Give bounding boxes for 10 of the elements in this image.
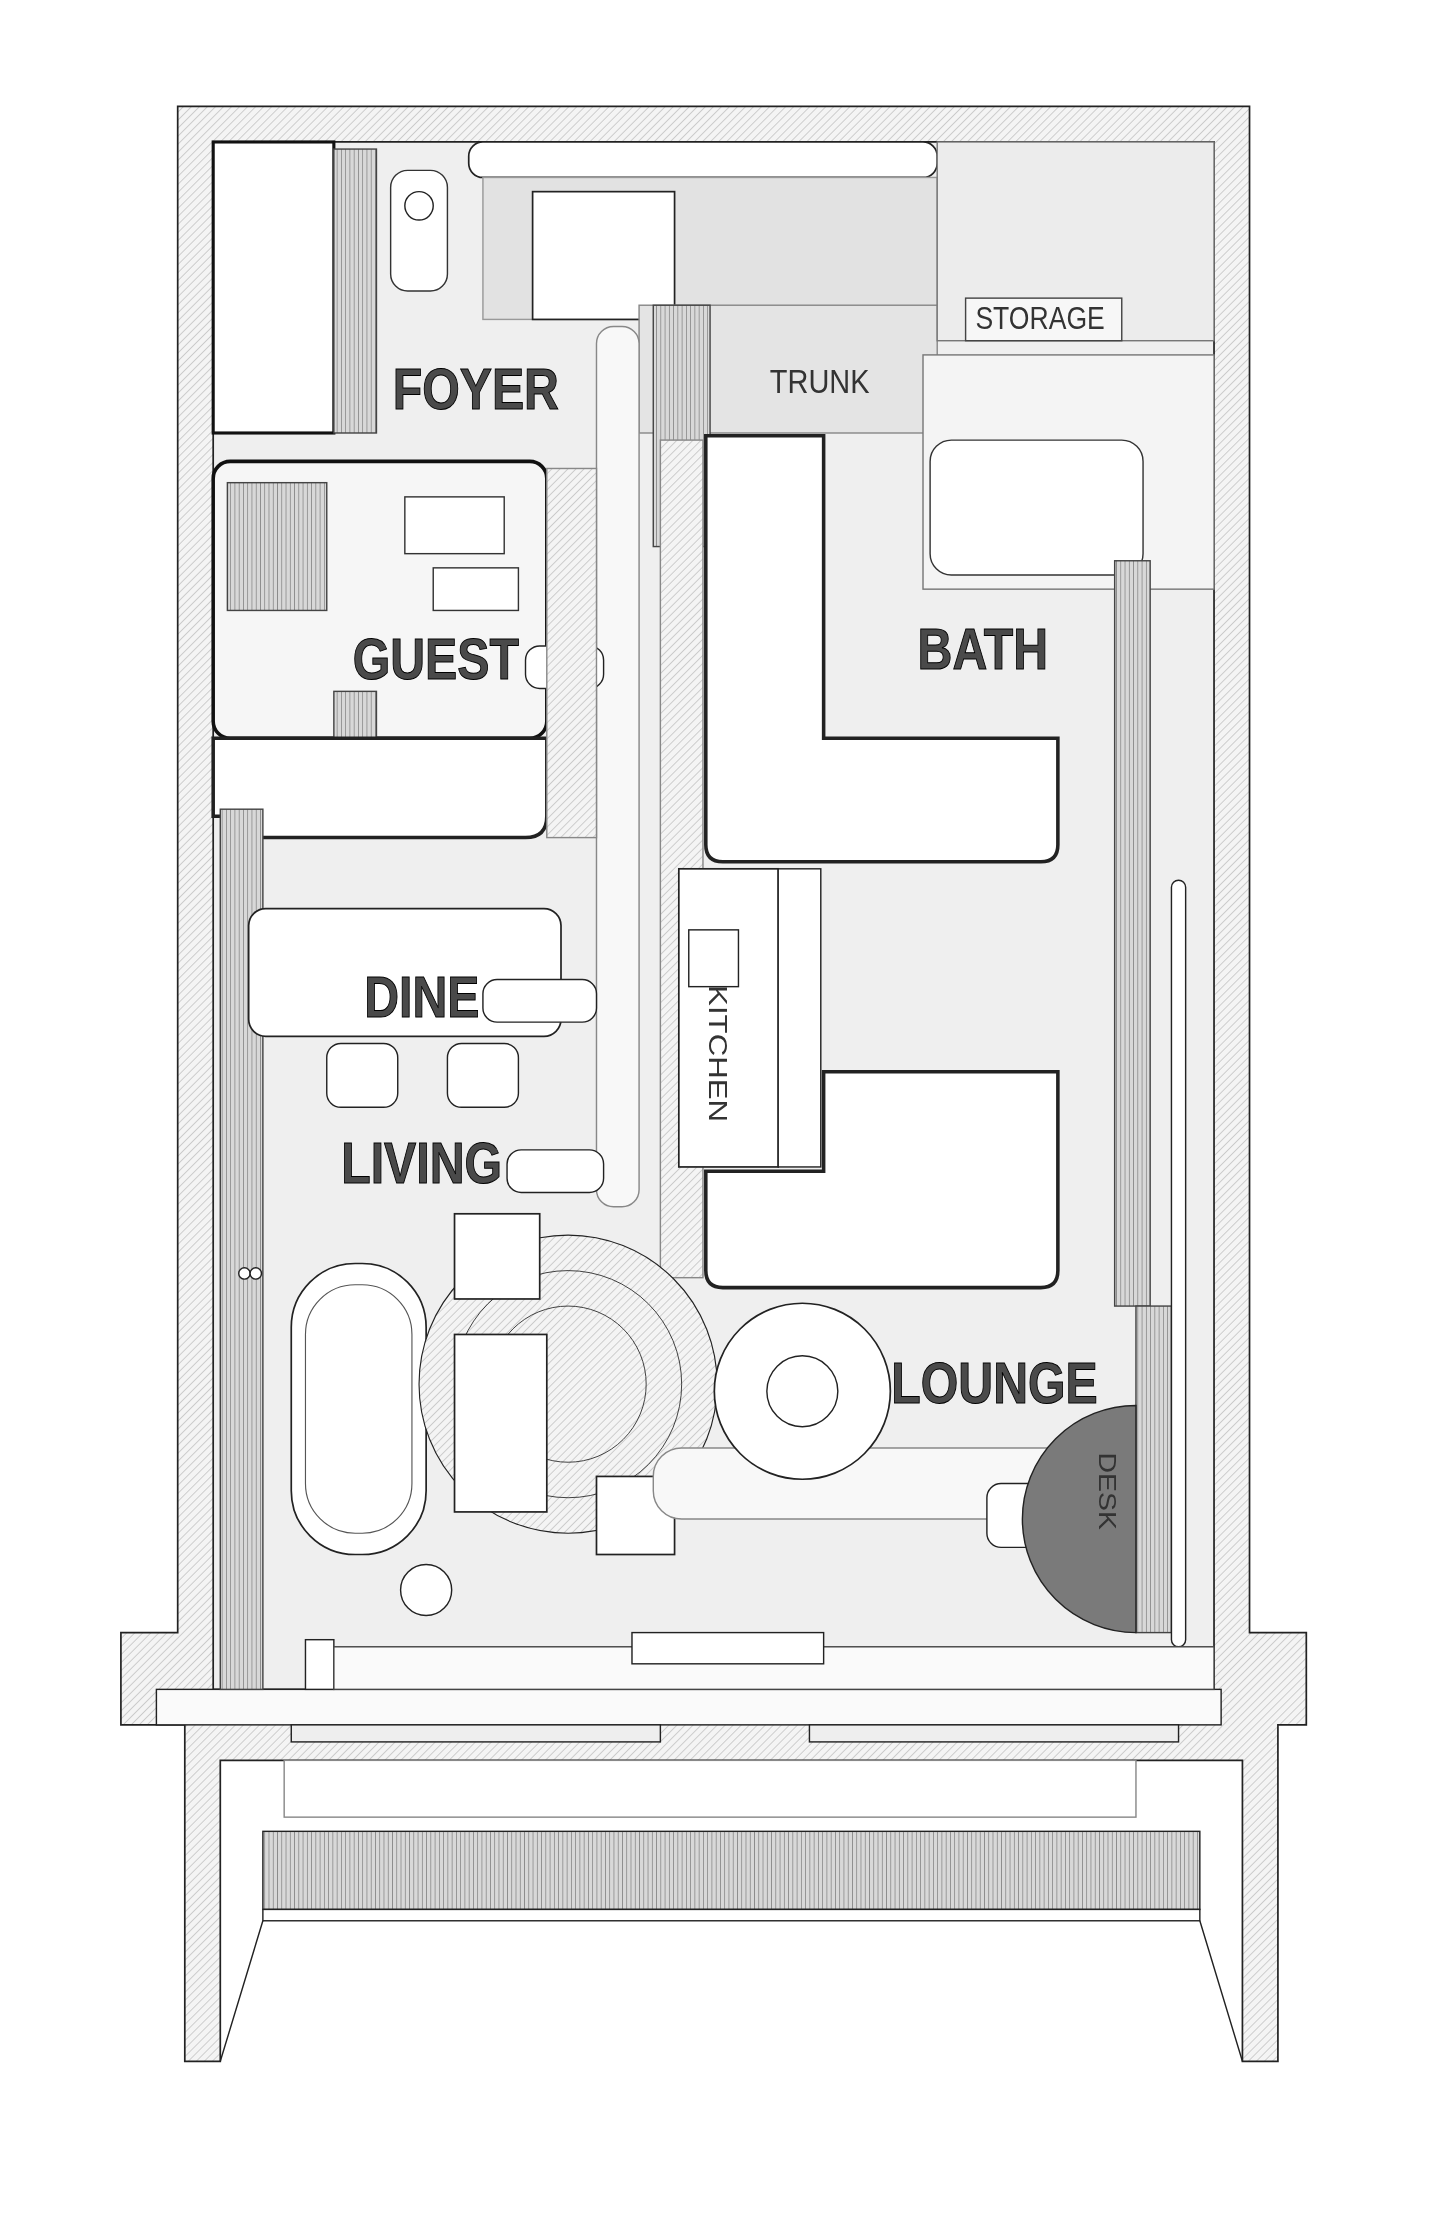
room-label: LIVING — [341, 1136, 503, 1193]
room-label: LOUNGE — [890, 1356, 1098, 1413]
room-label: BATH — [917, 621, 1048, 679]
room-label: DESK — [1095, 1452, 1120, 1530]
room-label: DINE — [363, 969, 480, 1027]
room-label: STORAGE — [974, 302, 1105, 334]
room-label: GUEST — [352, 631, 519, 689]
room-label: KITCHEN — [703, 985, 731, 1123]
room-label: TRUNK — [769, 363, 870, 398]
room-label: FOYER — [392, 362, 559, 419]
